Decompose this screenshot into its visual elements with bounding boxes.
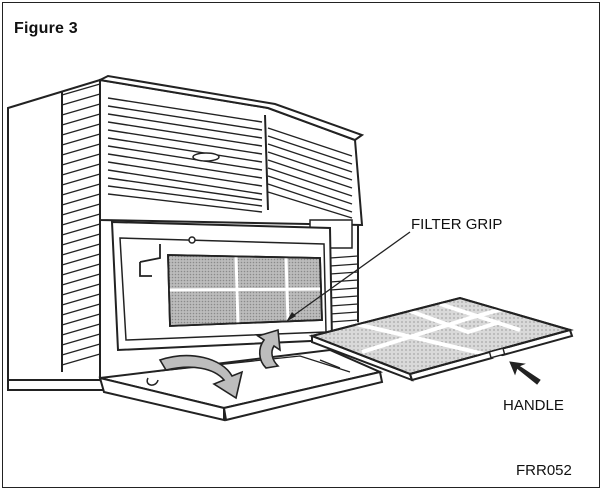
filter-grip-label: FILTER GRIP [411,216,503,233]
handle-arrow [509,361,541,385]
open-front-panel [98,348,384,422]
handle-label: HANDLE [503,397,564,414]
installed-filter [167,254,323,327]
unit-base [7,379,113,391]
filter-up-arrow [256,328,281,369]
panel-down-arrow [158,354,244,400]
removed-filter [308,296,574,382]
side-louvers [61,83,101,372]
figure-reference-code: FRR052 [516,462,572,479]
filter-grip-leader [289,231,411,319]
top-grille [107,97,353,219]
unit-side-cabinet [7,78,101,381]
figure-title: Figure 3 [14,20,78,37]
filter-grip-arrowhead [286,312,296,322]
front-upper-body [96,74,365,227]
